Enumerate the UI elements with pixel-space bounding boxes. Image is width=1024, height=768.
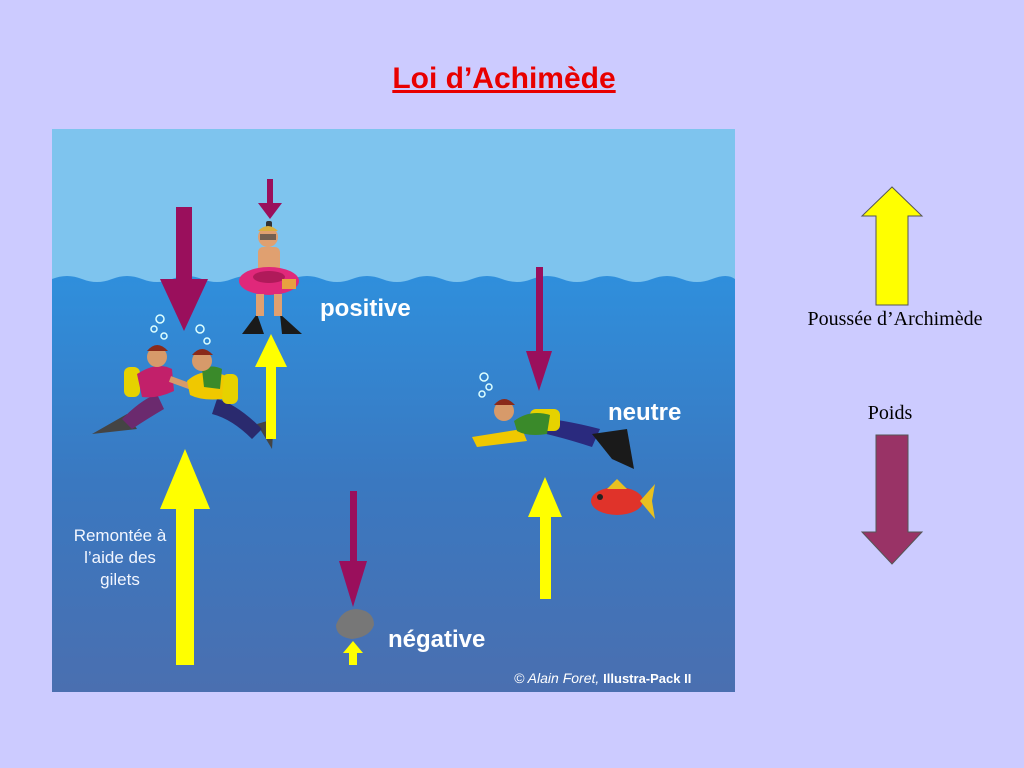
rock: [336, 609, 374, 639]
legend-archimede-label: Poussée d’Archimède: [807, 308, 983, 330]
thrust-arrow-snorkeler: [255, 334, 287, 439]
thrust-arrow-neutral: [528, 477, 562, 599]
sky: [52, 129, 735, 289]
label-negative: négative: [388, 626, 486, 653]
legend-poids-label: Poids: [867, 402, 913, 424]
weight-arrow-divers: [160, 207, 208, 331]
fish: [591, 479, 655, 519]
ascending-divers: [92, 314, 274, 449]
weight-arrow-neutral: [526, 267, 552, 391]
label-remontee: Remontée à l’aide des gilets: [73, 526, 167, 589]
weight-arrows: [160, 179, 552, 607]
thrust-arrow-rock: [343, 641, 363, 665]
thrust-arrow-divers: [160, 449, 210, 665]
weight-arrow-rock: [339, 491, 367, 607]
label-neutre: neutre: [608, 399, 682, 426]
label-positive: positive: [320, 295, 411, 322]
legend-poids-arrow: [860, 434, 924, 565]
credit-brand: Illustra-Pack II: [603, 671, 692, 686]
slide-title: Loi d’Achimède: [392, 62, 616, 95]
thrust-arrows: [160, 334, 562, 665]
underwater-scene: [52, 129, 735, 692]
weight-arrow-snorkeler: [258, 179, 282, 219]
credit-author: © Alain Foret,: [514, 670, 600, 686]
neutral-diver: [472, 372, 634, 469]
archimedes-illustration: positive neutre négative Remontée à l’ai…: [52, 129, 735, 692]
snorkeler: [239, 221, 302, 334]
image-credit: © Alain Foret, Illustra-Pack II: [514, 670, 691, 686]
legend-archimede-arrow: [860, 186, 924, 306]
